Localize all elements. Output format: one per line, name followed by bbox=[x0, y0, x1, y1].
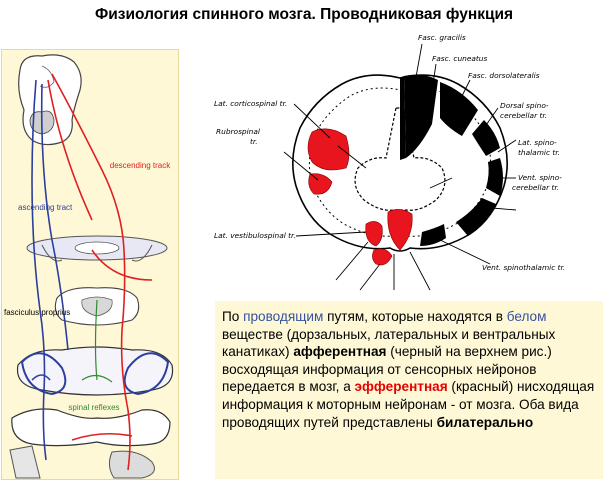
label-lat-spinothalamic-2: thalamic tr. bbox=[518, 148, 560, 157]
text-part: веществе (дорзальных, латеральных и вент… bbox=[222, 326, 556, 360]
highlight-efferent: эфферентная bbox=[354, 379, 448, 395]
afferent-tracts bbox=[400, 74, 503, 246]
highlight-white: белом bbox=[506, 309, 547, 324]
label-fasc-gracilis: Fasc. gracilis bbox=[418, 33, 466, 42]
vent-spinothalamic bbox=[420, 224, 446, 246]
label-rubrospinal-2: tr. bbox=[250, 137, 258, 146]
ascending-tract-lines bbox=[31, 79, 69, 461]
lat-vestibulospinal-tract bbox=[365, 221, 383, 247]
label-rubrospinal-1: Rubrospinal bbox=[216, 127, 261, 136]
label-dorsal-spinocerebellar-1: Dorsal spino- bbox=[500, 101, 549, 110]
label-lat-spinothalamic-1: Lat. spino- bbox=[518, 138, 557, 147]
midline-dorsal bbox=[400, 76, 406, 160]
highlight-conducting: проводящим bbox=[243, 309, 324, 324]
top-section bbox=[18, 54, 82, 146]
text-part: (черный на верхнем рис.) восходящая инфо… bbox=[222, 344, 552, 395]
reflex-lines bbox=[81, 299, 113, 383]
fasc-dorsolateralis bbox=[440, 82, 478, 136]
white-matter-boundary bbox=[308, 87, 492, 237]
label-vent-spinothalamic: Vent. spinothalamic tr. bbox=[482, 263, 565, 272]
bottom-section bbox=[9, 408, 171, 479]
label-dorsal-spinocerebellar-2: cerebellar tr. bbox=[500, 111, 547, 120]
label-vent-spinocerebellar-1: Vent. spino- bbox=[518, 173, 562, 182]
label-lat-corticospinal: Lat. corticospinal tr. bbox=[214, 99, 287, 108]
highlight-afferent: афферентная bbox=[293, 344, 387, 360]
lat-corticospinal-tract bbox=[307, 128, 350, 171]
label-fasc-dorsolateralis: Fasc. dorsolateralis bbox=[468, 71, 540, 80]
efferent-tracts bbox=[307, 128, 413, 266]
descending-track-label: descending track bbox=[110, 161, 171, 170]
lower-section bbox=[16, 346, 174, 396]
label-fasc-cuneatus: Fasc. cuneatus bbox=[432, 54, 487, 63]
vent-spinocerebellar bbox=[456, 198, 496, 236]
text-part: По bbox=[222, 309, 244, 324]
pointer-lines bbox=[283, 43, 517, 291]
descending-tract-lines bbox=[47, 73, 153, 471]
mid-section bbox=[26, 235, 168, 262]
spinal-cord-pathways-diagram: descending track ascending tract fascicu… bbox=[1, 49, 179, 480]
ascending-tract-label: ascending tract bbox=[18, 203, 73, 212]
rubrospinal-tract bbox=[308, 173, 333, 195]
fasc-gracilis-cuneatus-right bbox=[404, 74, 438, 158]
tectospinal-tract bbox=[372, 248, 393, 266]
spinal-reflexes-label: spinal reflexes bbox=[68, 403, 119, 412]
dorsal-spinocerebellar bbox=[472, 120, 500, 156]
pathways-illustration: descending track ascending tract fascicu… bbox=[4, 54, 174, 479]
page-title: Физиология спинного мозга. Проводниковая… bbox=[95, 6, 514, 23]
text-part: (красный) нисходящая информация к моторн… bbox=[222, 379, 595, 430]
label-lat-vestibulospinal: Lat. vestibulospinal tr. bbox=[214, 231, 296, 240]
label-vent-spinocerebellar-2: cerebellar tr. bbox=[512, 183, 559, 192]
explanation-text: По проводящим путям, которые находятся в… bbox=[215, 301, 603, 479]
text-part: путям, которые находятся в bbox=[323, 309, 507, 324]
lat-spinothalamic bbox=[486, 158, 503, 196]
highlight-bilateral: билатерально bbox=[436, 414, 534, 430]
cross-section-diagram: Fasc. gracilis Fasc. cuneatus Fasc. dors… bbox=[214, 33, 565, 291]
fasciculus-proprius-label: fasciculus proprius bbox=[4, 308, 70, 317]
vent-corticospinal-tract bbox=[387, 209, 413, 251]
